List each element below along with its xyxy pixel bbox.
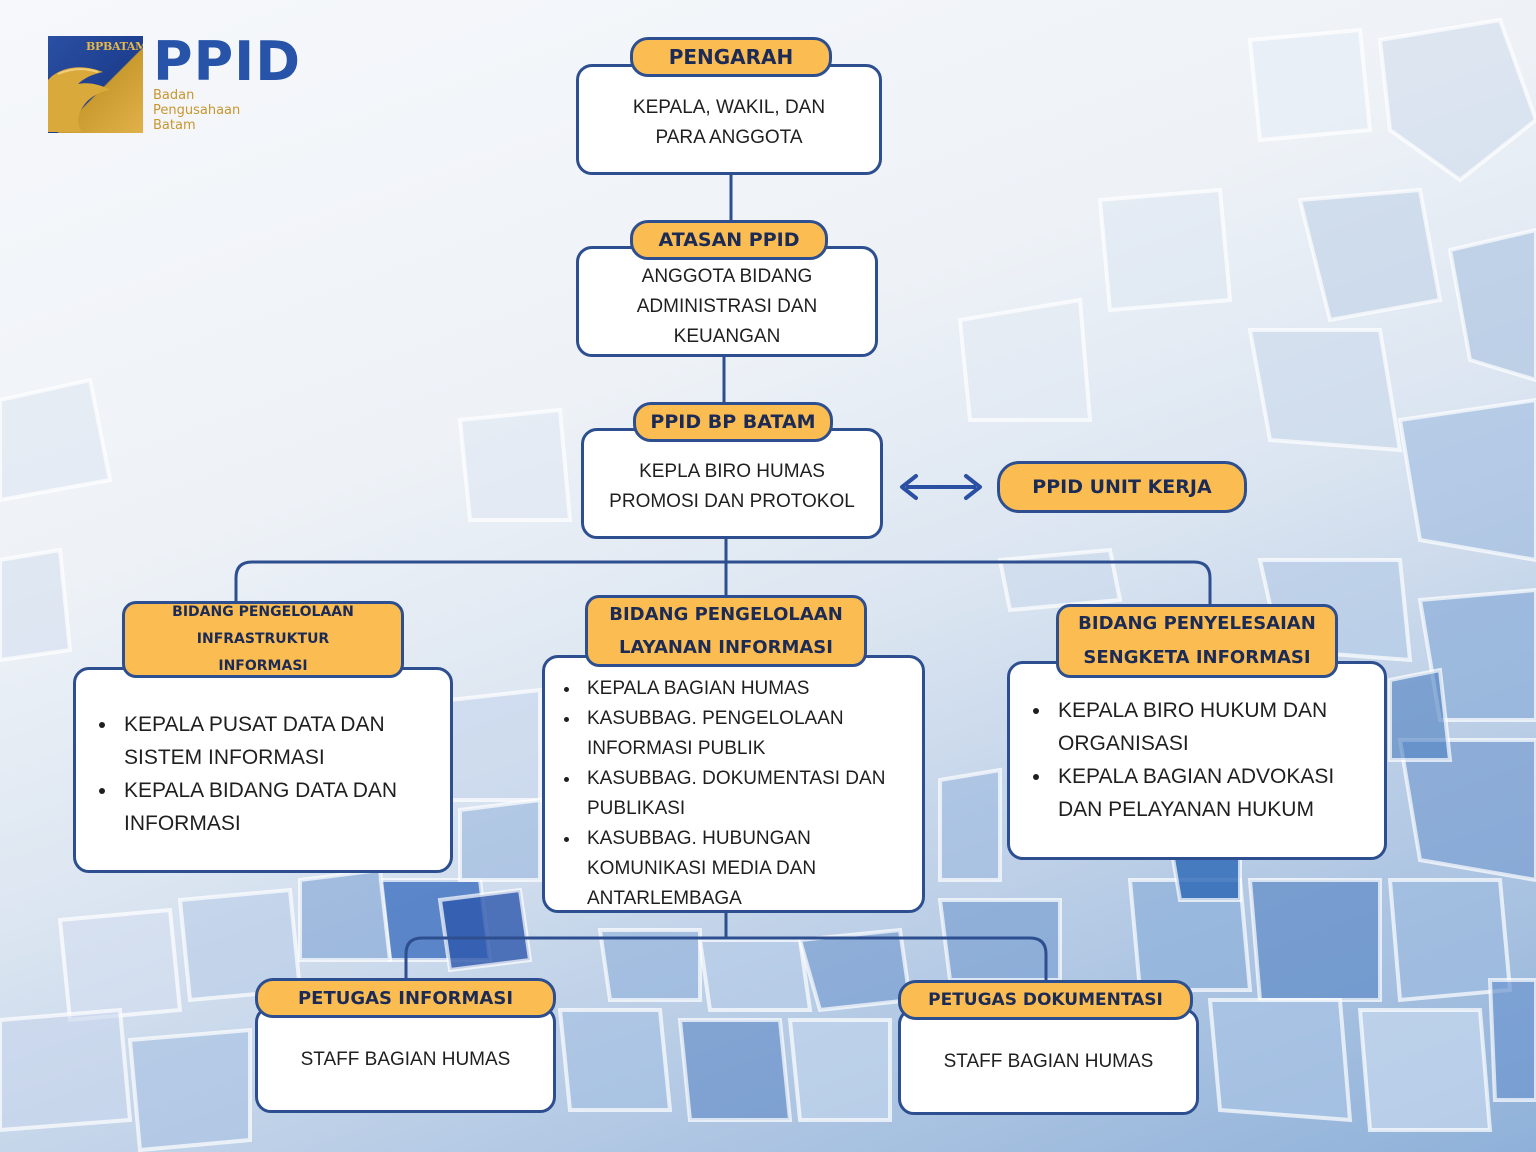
layanan-header-line-1: BIDANG PENGELOLAAN bbox=[609, 604, 843, 625]
petugas-informasi-header: PETUGAS INFORMASI bbox=[255, 978, 556, 1018]
infra-header-line-1: BIDANG PENGELOLAAN bbox=[172, 604, 354, 620]
eagle-icon bbox=[48, 67, 110, 132]
connector-petugas-bracket bbox=[404, 936, 1048, 982]
double-arrow-icon bbox=[900, 474, 982, 500]
pengarah-line-2: PARA ANGGOTA bbox=[655, 126, 803, 148]
logo-title: PPID bbox=[153, 30, 302, 93]
ppid-bp-line-2: PROMOSI DAN PROTOKOL bbox=[609, 490, 855, 512]
infra-box: KEPALA PUSAT DATA DAN SISTEM INFORMASI K… bbox=[73, 667, 453, 873]
infra-header-line-2: INFRASTRUKTUR bbox=[196, 631, 330, 647]
sengketa-header-line-2: SENGKETA INFORMASI bbox=[1083, 647, 1311, 668]
petugas-dokumentasi-header: PETUGAS DOKUMENTASI bbox=[898, 980, 1193, 1020]
layanan-box: KEPALA BAGIAN HUMAS KASUBBAG. PENGELOLAA… bbox=[542, 655, 925, 913]
infra-header-line-3: INFORMASI bbox=[218, 658, 308, 674]
atasan-line-1: ANGGOTA BIDANG bbox=[641, 265, 813, 287]
atasan-ppid-header: ATASAN PPID bbox=[630, 220, 828, 260]
ppid-unit-kerja-pill: PPID UNIT KERJA bbox=[997, 461, 1247, 513]
sengketa-header: BIDANG PENYELESAIAN SENGKETA INFORMASI bbox=[1056, 604, 1338, 678]
logo-subtitle-1: Badan bbox=[153, 88, 195, 103]
layanan-item-3: KASUBBAG. DOKUMENTASI DAN PUBLIKASI bbox=[581, 764, 910, 824]
emblem-text: BPBATAM bbox=[86, 40, 143, 53]
logo-subtitle-3: Batam bbox=[153, 118, 196, 133]
petugas-informasi-text: STAFF BAGIAN HUMAS bbox=[300, 1048, 511, 1070]
petugas-informasi-box: STAFF BAGIAN HUMAS bbox=[255, 1006, 556, 1113]
connector-bidang-bracket bbox=[234, 560, 1212, 606]
atasan-line-2: ADMINISTRASI DAN bbox=[636, 295, 818, 317]
ppid-logo: BPBATAM PPID Badan Pengusahaan Batam bbox=[48, 30, 302, 133]
layanan-header-line-2: LAYANAN INFORMASI bbox=[619, 637, 833, 658]
infra-item-2: KEPALA BIDANG DATA DAN INFORMASI bbox=[118, 774, 432, 840]
pengarah-box: KEPALA, WAKIL, DAN PARA ANGGOTA bbox=[576, 64, 882, 175]
layanan-item-2: KASUBBAG. PENGELOLAAN INFORMASI PUBLIK bbox=[581, 704, 910, 764]
ppid-bp-line-1: KEPLA BIRO HUMAS bbox=[639, 460, 825, 482]
ppid-bp-batam-box: KEPLA BIRO HUMAS PROMOSI DAN PROTOKOL bbox=[581, 428, 883, 539]
bp-batam-emblem: BPBATAM bbox=[48, 36, 143, 133]
layanan-item-1: KEPALA BAGIAN HUMAS bbox=[581, 674, 910, 704]
layanan-item-4: KASUBBAG. HUBUNGAN KOMUNIKASI MEDIA DAN … bbox=[581, 824, 910, 914]
infra-list: KEPALA PUSAT DATA DAN SISTEM INFORMASI K… bbox=[86, 708, 432, 840]
atasan-line-3: KEUANGAN bbox=[673, 325, 781, 347]
pengarah-header: PENGARAH bbox=[630, 37, 832, 77]
petugas-dokumentasi-box: STAFF BAGIAN HUMAS bbox=[898, 1008, 1199, 1115]
layanan-header: BIDANG PENGELOLAAN LAYANAN INFORMASI bbox=[585, 595, 867, 667]
petugas-dokumentasi-text: STAFF BAGIAN HUMAS bbox=[943, 1050, 1154, 1072]
atasan-ppid-box: ANGGOTA BIDANG ADMINISTRASI DAN KEUANGAN bbox=[576, 246, 878, 357]
sengketa-list: KEPALA BIRO HUKUM DAN ORGANISASI KEPALA … bbox=[1020, 694, 1366, 826]
logo-subtitle-2: Pengusahaan bbox=[153, 103, 241, 118]
infra-header: BIDANG PENGELOLAAN INFRASTRUKTUR INFORMA… bbox=[122, 601, 404, 678]
infra-item-1: KEPALA PUSAT DATA DAN SISTEM INFORMASI bbox=[118, 708, 432, 774]
pengarah-line-1: KEPALA, WAKIL, DAN bbox=[632, 96, 826, 118]
ppid-bp-batam-header: PPID BP BATAM bbox=[633, 402, 833, 442]
sengketa-box: KEPALA BIRO HUKUM DAN ORGANISASI KEPALA … bbox=[1007, 661, 1387, 860]
sengketa-item-1: KEPALA BIRO HUKUM DAN ORGANISASI bbox=[1052, 694, 1366, 760]
layanan-list: KEPALA BAGIAN HUMAS KASUBBAG. PENGELOLAA… bbox=[549, 674, 910, 914]
sengketa-header-line-1: BIDANG PENYELESAIAN bbox=[1078, 613, 1316, 634]
sengketa-item-2: KEPALA BAGIAN ADVOKASI DAN PELAYANAN HUK… bbox=[1052, 760, 1366, 826]
